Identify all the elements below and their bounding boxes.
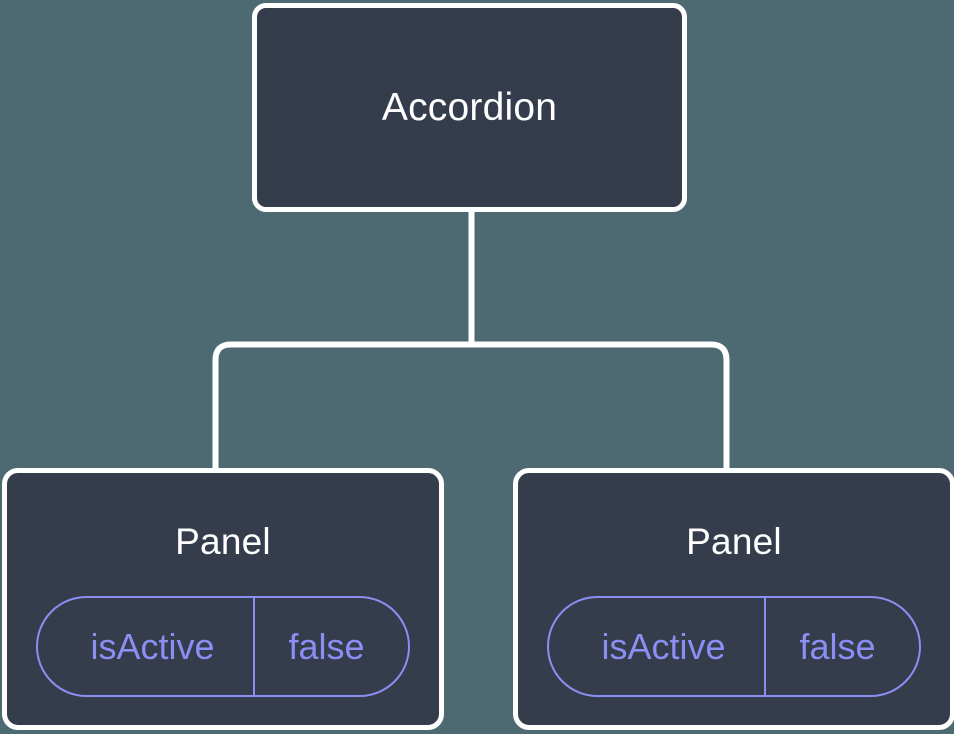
edge-to-panel-left bbox=[212, 341, 472, 470]
node-accordion-label: Accordion bbox=[381, 86, 558, 129]
prop-value-isactive: false bbox=[253, 598, 408, 695]
prop-pill-panel-right[interactable]: isActive false bbox=[547, 596, 921, 697]
node-accordion[interactable]: Accordion bbox=[252, 3, 687, 212]
prop-key-isactive: isActive bbox=[90, 625, 215, 667]
prop-key-isactive: isActive bbox=[601, 625, 726, 667]
node-panel-left-label: Panel bbox=[175, 521, 271, 562]
node-panel-left[interactable]: Panel isActive false bbox=[2, 468, 444, 730]
edge-to-panel-right bbox=[471, 341, 730, 470]
node-panel-right[interactable]: Panel isActive false bbox=[513, 468, 954, 730]
prop-pill-panel-left[interactable]: isActive false bbox=[36, 596, 410, 697]
node-panel-right-label: Panel bbox=[686, 521, 782, 562]
prop-value-isactive: false bbox=[764, 598, 919, 695]
